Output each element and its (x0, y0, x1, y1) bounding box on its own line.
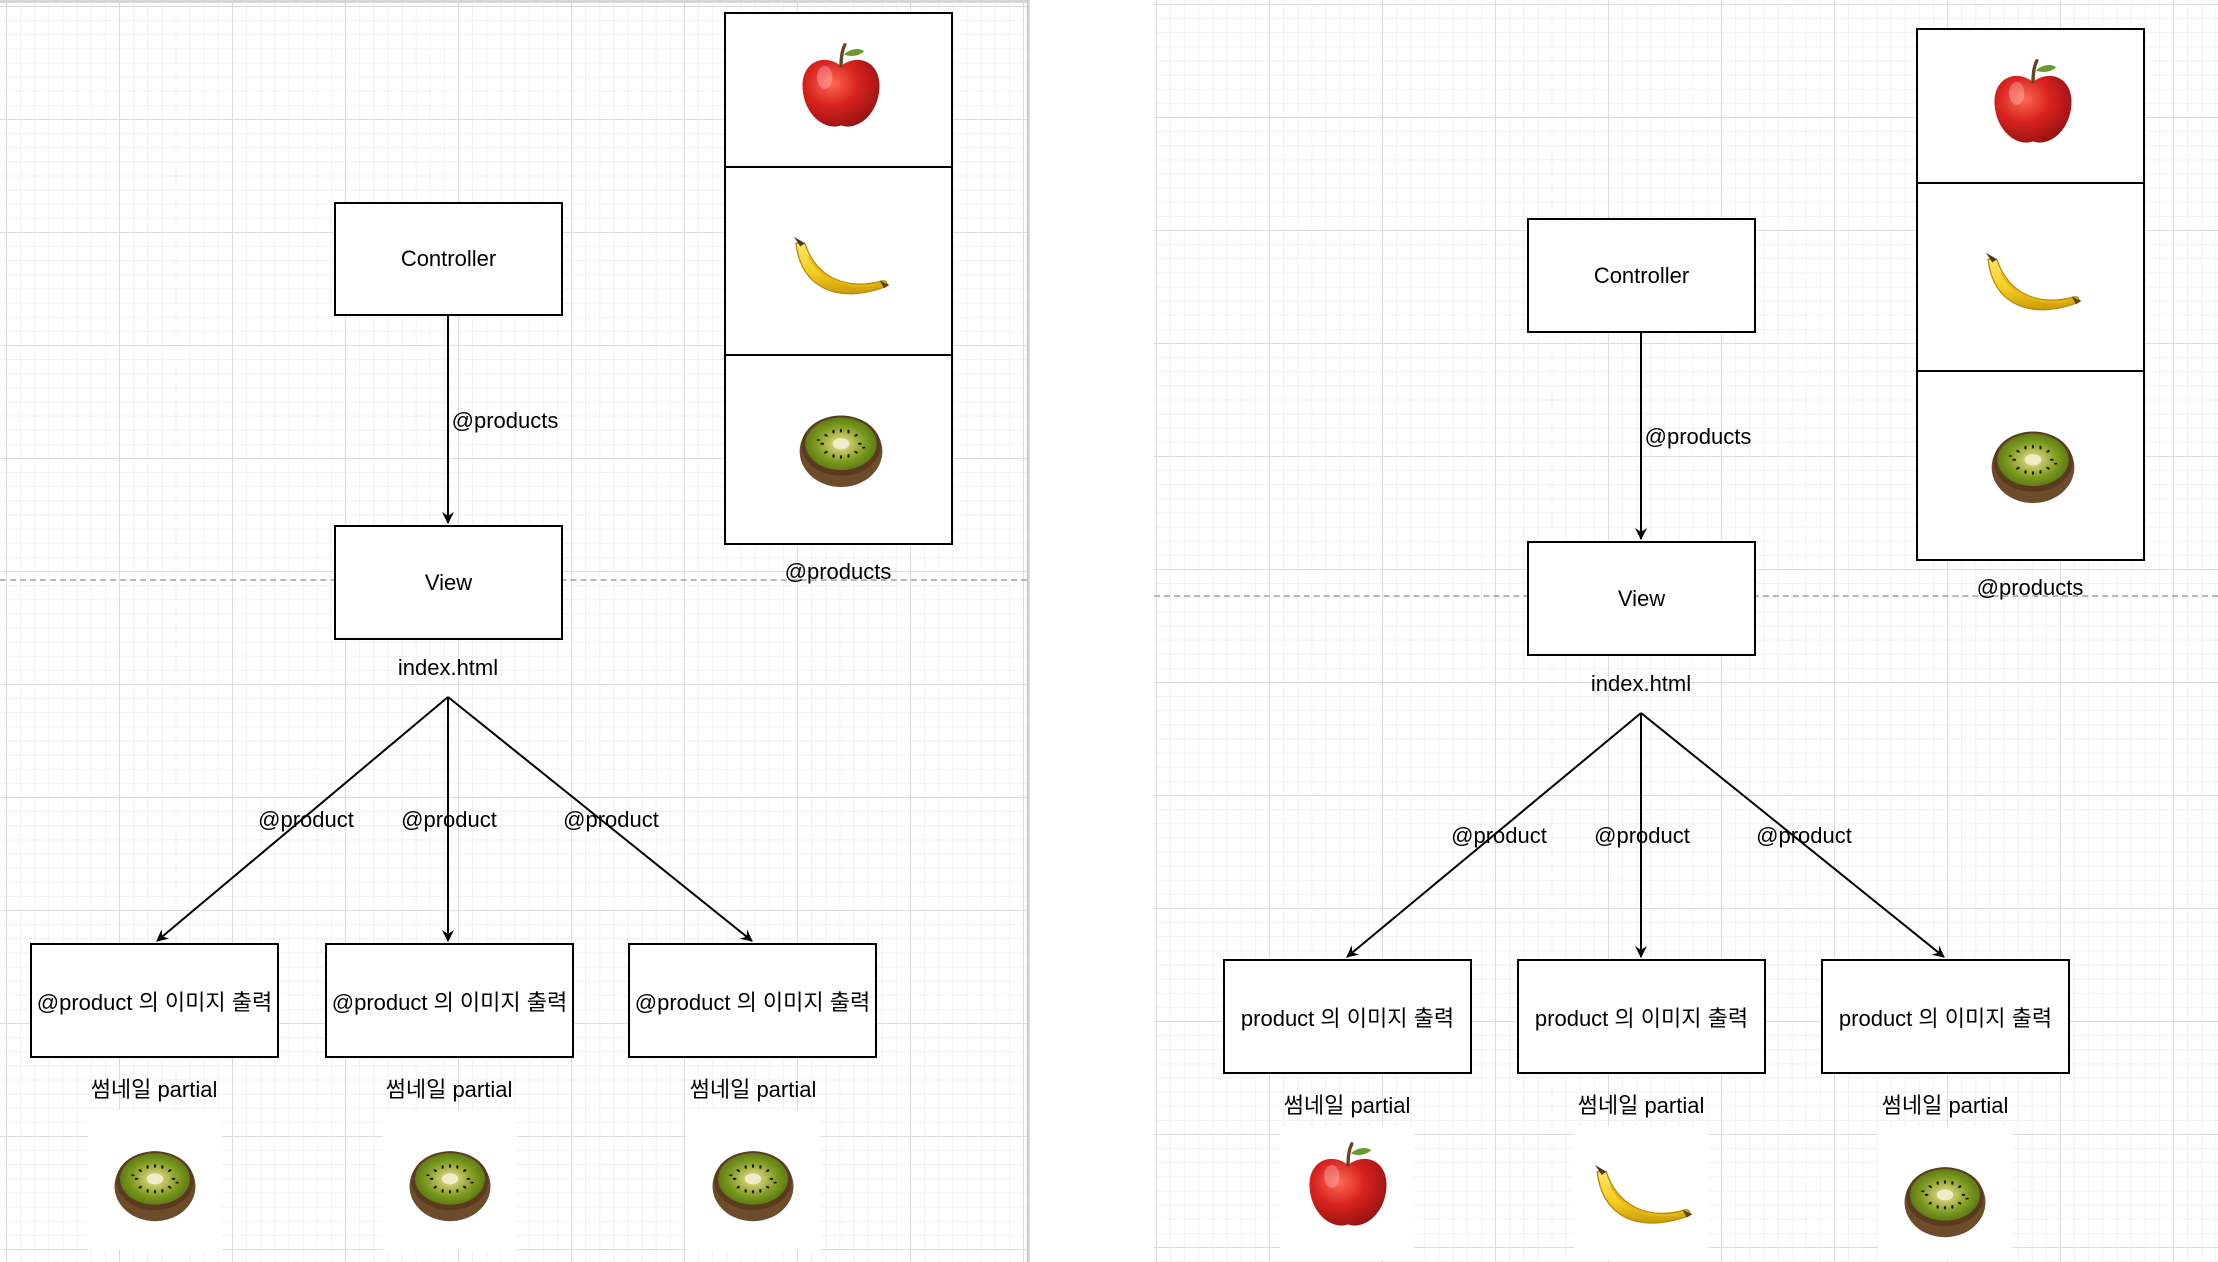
partial-node-2[interactable]: product 의 이미지 출력 (1517, 959, 1766, 1074)
panel-gap (1030, 0, 1154, 1262)
apple-icon (1985, 55, 2081, 151)
diagram-panel-left: Controller @products View index.html @pr… (0, 0, 1027, 1262)
edge-label-product-2: @product (1594, 823, 1690, 848)
edge-label-products: @products (451, 408, 559, 433)
controller-label: Controller (1593, 262, 1690, 288)
partial-label: product 의 이미지 출력 (1838, 1005, 2053, 1031)
kiwi-icon (1899, 1158, 1991, 1241)
partial-label: product 의 이미지 출력 (1240, 1005, 1455, 1031)
banana-icon (785, 230, 895, 318)
strip-divider (726, 166, 951, 168)
edge-view-partial-1 (1346, 712, 1642, 958)
connector-layer (156, 316, 753, 942)
partial-node-3[interactable]: @product 의 이미지 출력 (628, 943, 877, 1058)
banana-icon (1977, 246, 2087, 334)
edge-view-partial-3 (447, 696, 753, 942)
products-caption: @products (784, 559, 892, 584)
controller-node[interactable]: Controller (1527, 218, 1756, 333)
edge-label-product-3: @product (1756, 823, 1852, 848)
kiwi-icon (1986, 422, 2080, 507)
view-label: View (1617, 585, 1666, 611)
partial-node-1[interactable]: product 의 이미지 출력 (1223, 959, 1472, 1074)
kiwi-icon (109, 1142, 201, 1225)
products-strip[interactable] (724, 12, 953, 545)
partial-caption: 썸네일 partial (689, 1077, 817, 1102)
partial-caption: 썸네일 partial (1881, 1093, 2009, 1118)
partial-caption: 썸네일 partial (385, 1077, 513, 1102)
controller-node[interactable]: Controller (334, 202, 563, 316)
partial-caption: 썸네일 partial (90, 1077, 218, 1102)
strip-divider (1918, 370, 2143, 372)
edge-label-product-1: @product (258, 807, 354, 832)
partial-label: @product 의 이미지 출력 (36, 989, 273, 1015)
partial-caption: 썸네일 partial (1283, 1093, 1411, 1118)
view-node[interactable]: View (1527, 541, 1756, 656)
kiwi-icon (404, 1142, 496, 1225)
view-caption: index.html (1590, 671, 1692, 696)
partial-label: @product 의 이미지 출력 (634, 989, 871, 1015)
banana-icon (1586, 1158, 1698, 1248)
panel-top-edge (0, 0, 1027, 3)
edge-view-partial-3 (1640, 712, 1945, 958)
products-strip[interactable] (1916, 28, 2145, 561)
partial-node-1[interactable]: @product 의 이미지 출력 (30, 943, 279, 1058)
controller-label: Controller (400, 246, 497, 271)
edge-label-product-3: @product (563, 807, 659, 832)
partial-label: @product 의 이미지 출력 (331, 989, 568, 1015)
kiwi-icon (707, 1142, 799, 1225)
diagram-panel-right: Controller @products View index.html @pr… (1154, 0, 2218, 1262)
products-caption: @products (1976, 575, 2084, 600)
partial-label: product 의 이미지 출력 (1534, 1005, 1749, 1031)
partial-node-3[interactable]: product 의 이미지 출력 (1821, 959, 2070, 1074)
partial-caption: 썸네일 partial (1577, 1093, 1705, 1118)
apple-icon (1300, 1138, 1396, 1234)
view-caption: index.html (397, 655, 499, 680)
apple-icon (793, 39, 889, 135)
edge-label-product-2: @product (401, 807, 497, 832)
kiwi-icon (794, 406, 888, 491)
view-label: View (424, 569, 473, 595)
edge-label-product-1: @product (1451, 823, 1547, 848)
connector-layer (1346, 332, 1945, 958)
thumbnail-tile (1574, 1126, 1708, 1260)
strip-divider (726, 354, 951, 356)
edge-label-products: @products (1644, 424, 1752, 449)
strip-divider (1918, 182, 2143, 184)
partial-node-2[interactable]: @product 의 이미지 출력 (325, 943, 574, 1058)
panel-divider (1027, 0, 1030, 1262)
edge-view-partial-1 (156, 696, 449, 942)
view-node[interactable]: View (334, 525, 563, 640)
